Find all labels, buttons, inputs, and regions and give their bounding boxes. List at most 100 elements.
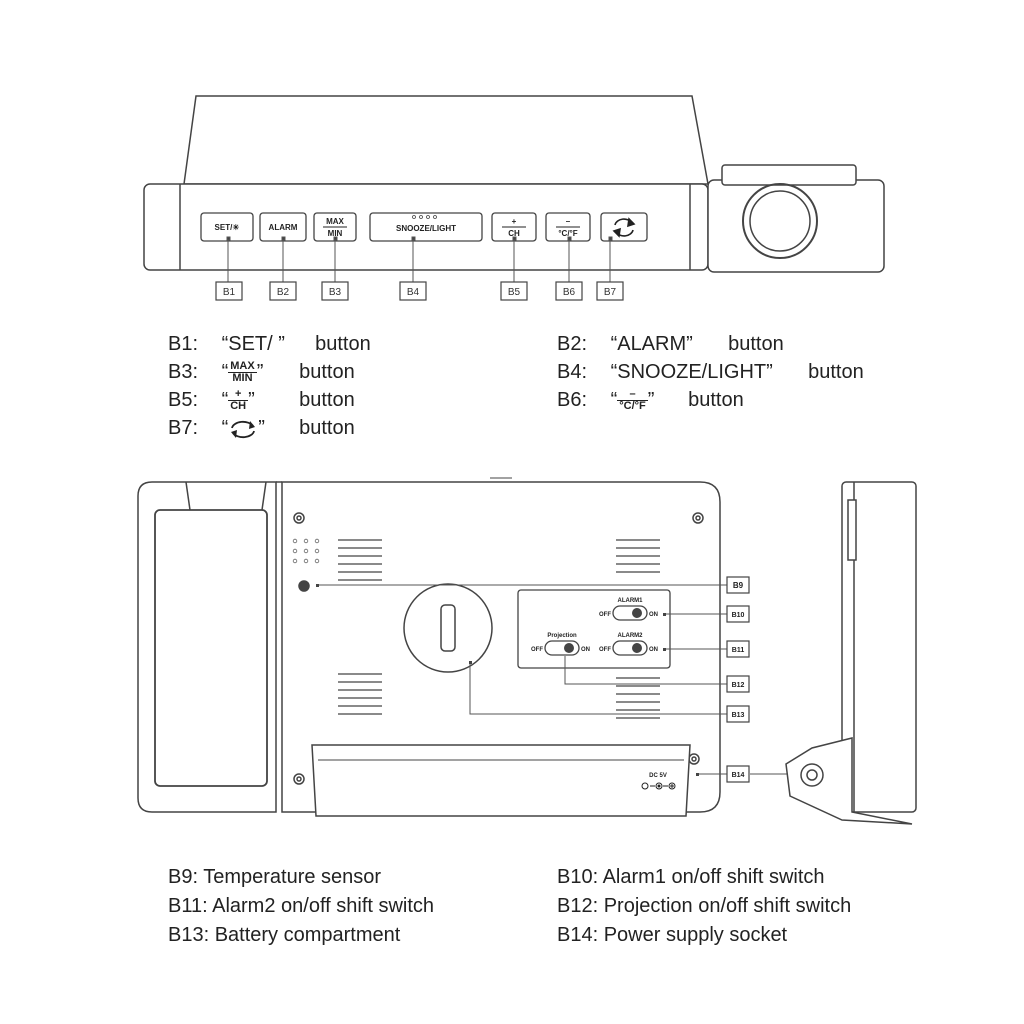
temperature-sensor (298, 580, 310, 592)
callout-b12: B12 (732, 682, 745, 689)
alarm2-off-label: OFF (599, 647, 611, 653)
speaker-holes (292, 538, 320, 564)
callout-box-b14 (726, 765, 750, 783)
legend-b1-quote: “SET/ ” (221, 333, 285, 355)
alarm2-on-label: ON (649, 647, 658, 653)
front-view (143, 95, 885, 273)
callout-box-b1 (215, 281, 243, 301)
alarm2-label: ALARM2 (618, 633, 644, 639)
b1-button-text: SET/☀ (215, 223, 240, 232)
callout-b2: B2 (277, 287, 290, 298)
legend-b5-code: B5: (168, 389, 199, 411)
legend-b2-word: button (728, 333, 784, 355)
callout-box-b12 (726, 675, 750, 693)
callout-b1: B1 (223, 287, 236, 298)
back-view (137, 477, 721, 817)
legend-b13: B13: Battery compartment (168, 924, 401, 946)
legend-b4-code: B4: (557, 361, 588, 383)
projector-lens (742, 183, 818, 259)
legend-b6: B6: “–°C/°F” button (557, 388, 744, 413)
legend-b11: B11: Alarm2 on/off shift switch (168, 895, 435, 917)
callout-b3: B3 (329, 287, 342, 298)
legend-b3-code: B3: (168, 361, 199, 383)
projection-off-label: OFF (531, 647, 543, 653)
legend-b2: B2: “ALARM” button (557, 333, 784, 356)
legend-b2-code: B2: (557, 333, 588, 355)
legend-b4-quote: “SNOOZE/LIGHT” (610, 361, 773, 383)
callout-box-b3 (321, 281, 349, 301)
projector-body (707, 179, 885, 273)
legend-b6-fraction: –°C/°F (617, 388, 648, 413)
callout-b6: B6 (563, 287, 576, 298)
legend-b12: B12: Projection on/off shift switch (557, 895, 852, 917)
b3-button-top: MAX (326, 217, 344, 226)
callout-box-b10 (726, 605, 750, 623)
callout-box-b7 (596, 281, 624, 301)
callout-box-b2 (269, 281, 297, 301)
alarm1-on-label: ON (649, 612, 658, 618)
legend-b4: B4: “SNOOZE/LIGHT” button (557, 361, 864, 384)
vent-slots (338, 539, 660, 719)
back-body (281, 481, 721, 813)
callout-box-b9 (726, 576, 750, 594)
switch-panel (517, 589, 671, 669)
button-b1[interactable] (200, 212, 254, 242)
legend-b9: B9: Temperature sensor (168, 866, 382, 888)
callout-box-b5 (500, 281, 528, 301)
b2-button-text: ALARM (269, 223, 298, 232)
legend-b7: B7: “” button (168, 417, 355, 439)
legend-b1-code: B1: (168, 333, 199, 355)
projector-back (137, 481, 277, 813)
projection-on-label: ON (581, 647, 590, 653)
callout-b13: B13 (732, 712, 745, 719)
callout-b5: B5 (508, 287, 521, 298)
legend-b10: B10: Alarm1 on/off shift switch (557, 866, 825, 888)
b5-button-top: + (512, 217, 517, 226)
projection-label: Projection (547, 633, 577, 639)
callout-b11: B11 (732, 647, 745, 654)
legend-b6-word: button (688, 389, 744, 411)
legend-b1-word: button (315, 333, 371, 355)
callout-box-b6 (555, 281, 583, 301)
dc-socket-icon (641, 782, 676, 790)
legend-b6-code: B6: (557, 389, 588, 411)
button-b4[interactable] (369, 212, 483, 242)
callout-box-b11 (726, 640, 750, 658)
callout-b10: B10 (732, 612, 745, 619)
b3-button-bottom: MIN (328, 229, 343, 238)
battery-compartment (403, 583, 493, 673)
dc-label: DC 5V (649, 773, 667, 779)
b6-button-top: – (566, 217, 571, 226)
stand-bottom (311, 744, 691, 817)
button-b7[interactable] (600, 212, 648, 242)
alarm1-label: ALARM1 (618, 598, 644, 604)
b5-button-bottom: CH (508, 229, 520, 238)
callout-b7: B7 (604, 287, 617, 298)
legend-b5-fraction: +CH (228, 388, 249, 413)
top-housing (183, 95, 709, 185)
rotate-icon (231, 420, 256, 438)
legend-b2-quote: “ALARM” (610, 333, 693, 355)
legend-b3-word: button (299, 361, 355, 383)
legend-b14: B14: Power supply socket (557, 924, 788, 946)
b6-button-bottom: °C/°F (558, 229, 577, 238)
callout-box-b4 (399, 281, 427, 301)
legend-b7-word: button (299, 417, 355, 439)
callout-b9: B9 (733, 581, 744, 590)
alarm1-off-label: OFF (599, 612, 611, 618)
light-dots (412, 215, 437, 219)
b4-button-text: SNOOZE/LIGHT (396, 224, 456, 233)
callout-b14: B14 (732, 772, 745, 779)
legend-b4-word: button (808, 361, 864, 383)
callout-b4: B4 (407, 287, 420, 298)
legend-b1: B1: “SET/ ” button (168, 333, 371, 356)
legend-b5: B5: “+CH” button (168, 388, 355, 413)
legend-b7-code: B7: (168, 417, 199, 439)
side-view (785, 481, 917, 825)
rotate-icon (612, 217, 636, 238)
legend-b5-word: button (299, 389, 355, 411)
